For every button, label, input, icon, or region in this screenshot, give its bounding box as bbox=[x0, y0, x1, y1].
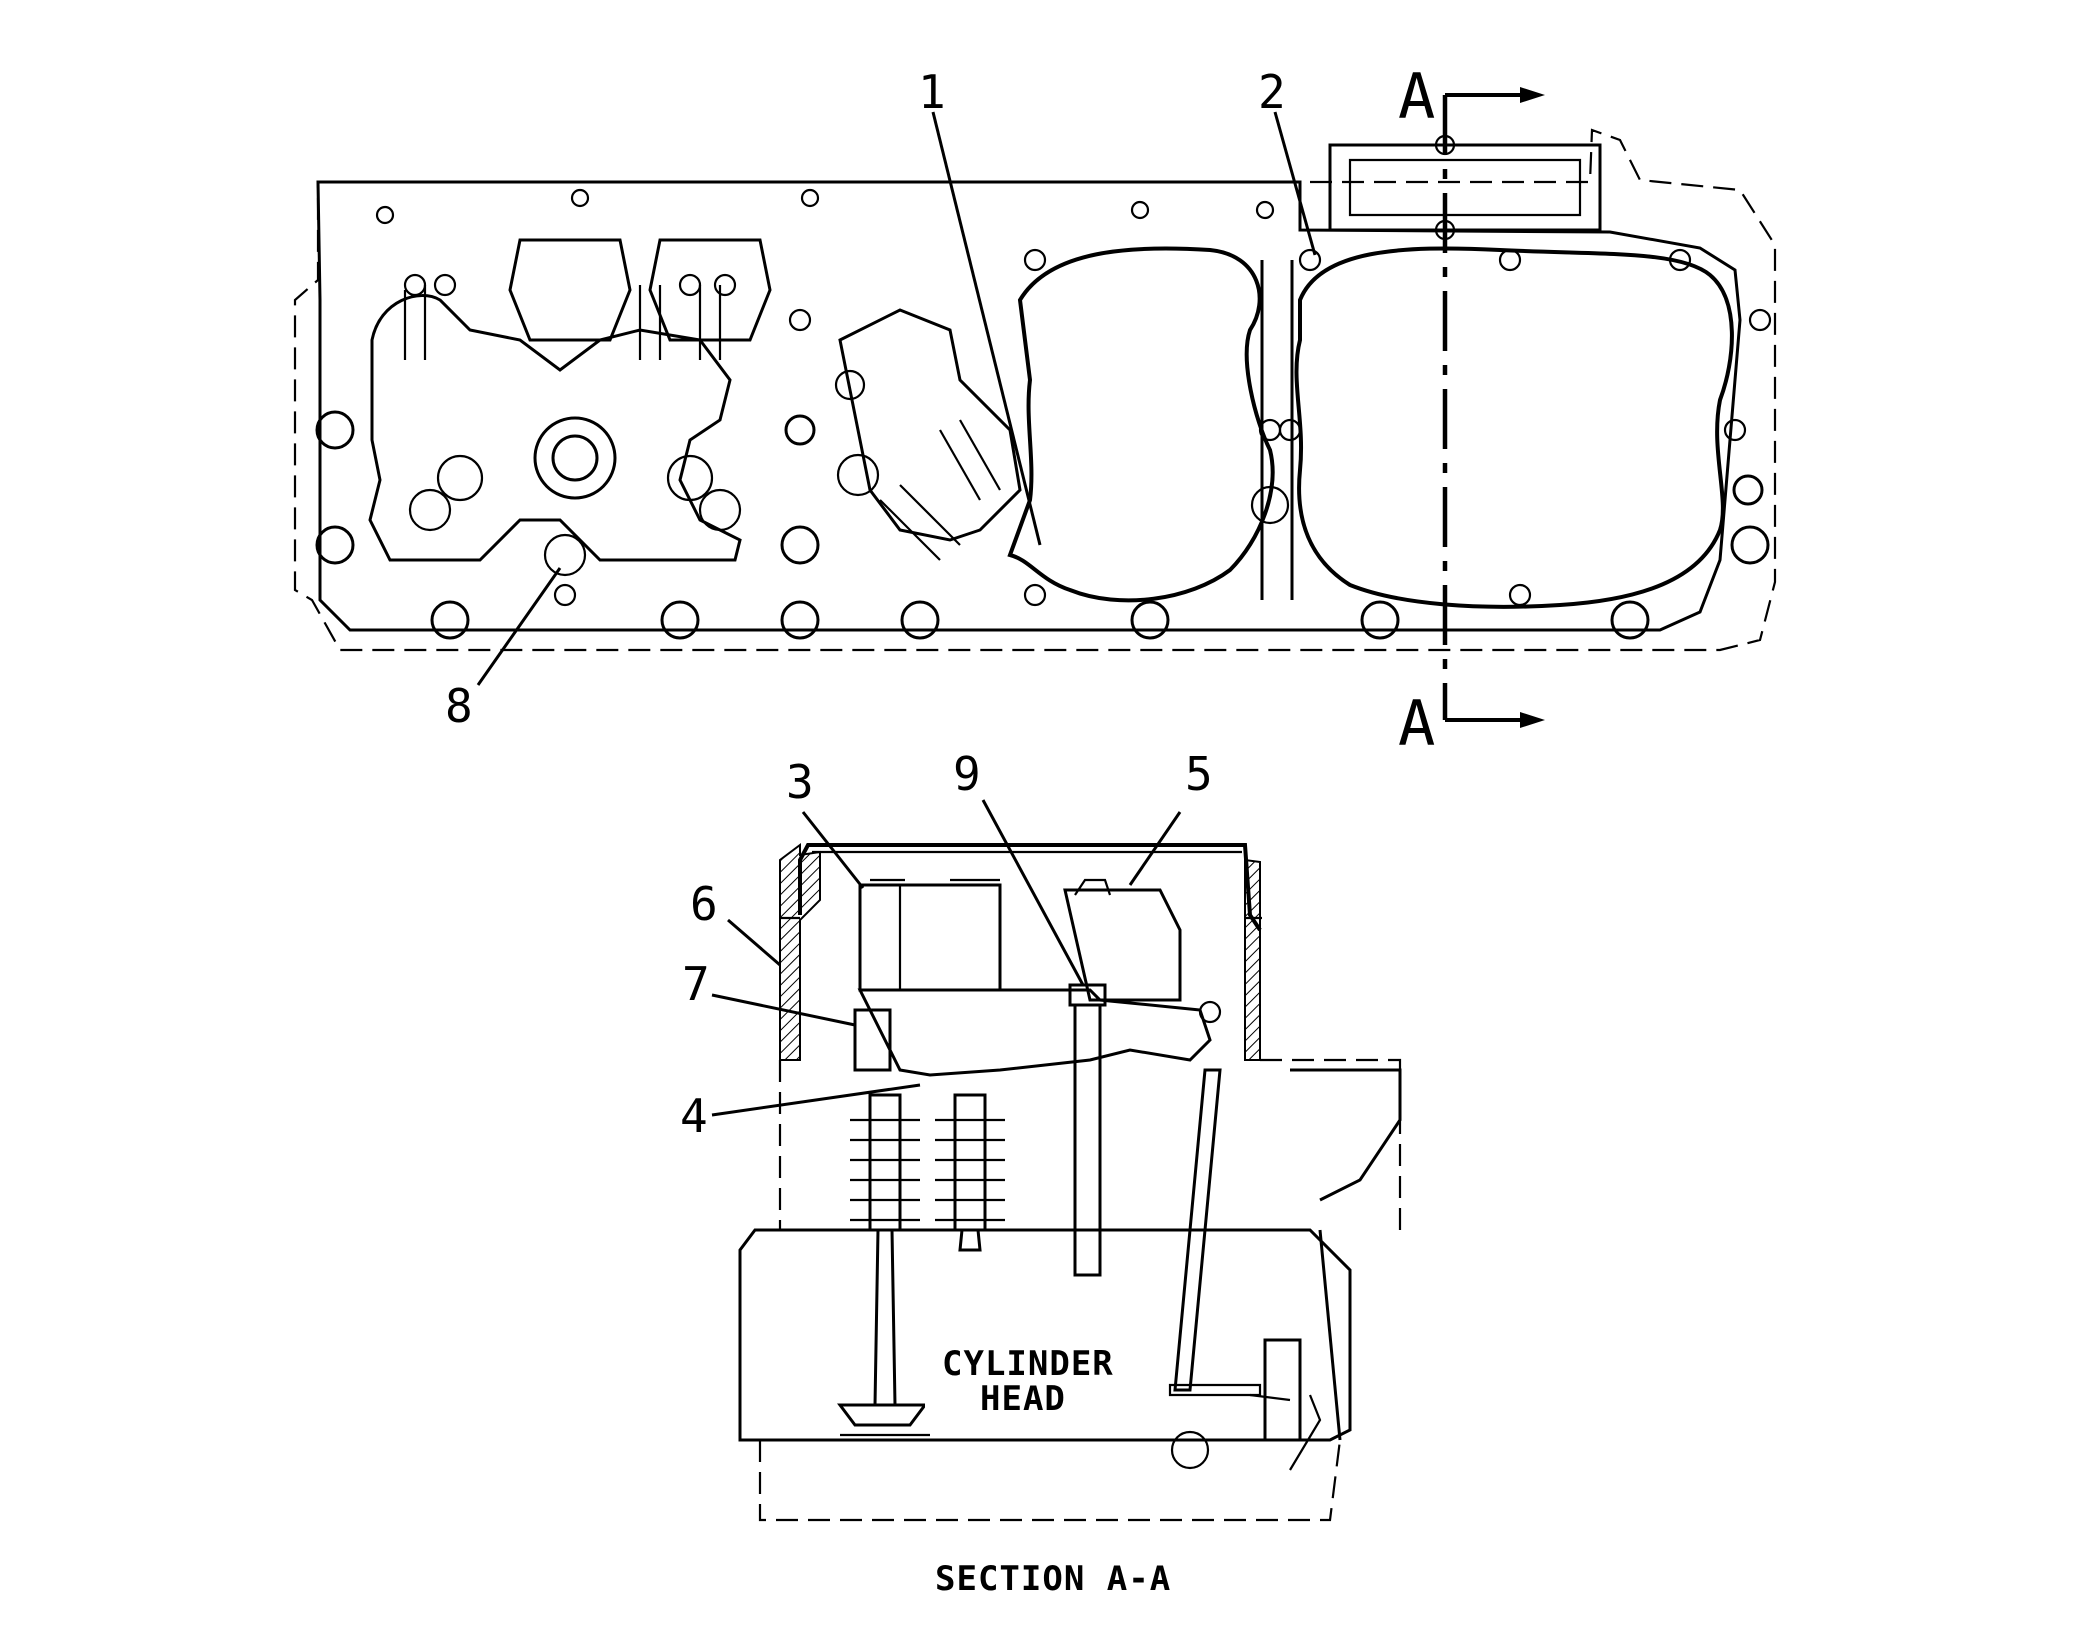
callout-2: 2 bbox=[1258, 65, 1286, 119]
section-marker-bottom: A bbox=[1398, 687, 1435, 760]
callout-4: 4 bbox=[680, 1089, 708, 1143]
rocker-arm-assembly-left bbox=[368, 238, 772, 607]
section-view bbox=[738, 843, 1402, 1522]
leader-lines bbox=[476, 111, 1317, 1117]
valve-cover bbox=[779, 843, 821, 1061]
callout-1: 1 bbox=[918, 65, 946, 119]
callout-7: 7 bbox=[682, 957, 710, 1011]
rocker-arm-assembly-middle bbox=[834, 308, 1022, 561]
valve-spring-left bbox=[837, 1093, 928, 1427]
valve-spring-right bbox=[935, 1093, 1005, 1252]
callout-9: 9 bbox=[953, 747, 981, 801]
cylinder-outline-2 bbox=[1294, 246, 1734, 609]
cylinder-outline-1 bbox=[1007, 246, 1275, 603]
rocker-arm bbox=[857, 988, 1212, 1077]
cylinder-head-label-line2: HEAD bbox=[980, 1379, 1066, 1419]
section-marker-top: A bbox=[1398, 60, 1435, 133]
top-view bbox=[293, 87, 1777, 728]
bolt-holes bbox=[315, 188, 1772, 640]
callout-6: 6 bbox=[690, 877, 718, 931]
section-title: SECTION A-A bbox=[935, 1559, 1171, 1599]
callout-8: 8 bbox=[445, 679, 473, 733]
callout-3: 3 bbox=[786, 755, 814, 809]
pushrod bbox=[1173, 1068, 1222, 1392]
injector-cover-plate bbox=[1328, 143, 1602, 232]
rocker-shaft-pedestal bbox=[858, 883, 1002, 992]
rocker-bolt bbox=[1068, 983, 1107, 1007]
head-outline bbox=[293, 128, 1777, 652]
cylinder-head-label-line1: CYLINDER bbox=[942, 1344, 1114, 1384]
callout-5: 5 bbox=[1185, 747, 1213, 801]
